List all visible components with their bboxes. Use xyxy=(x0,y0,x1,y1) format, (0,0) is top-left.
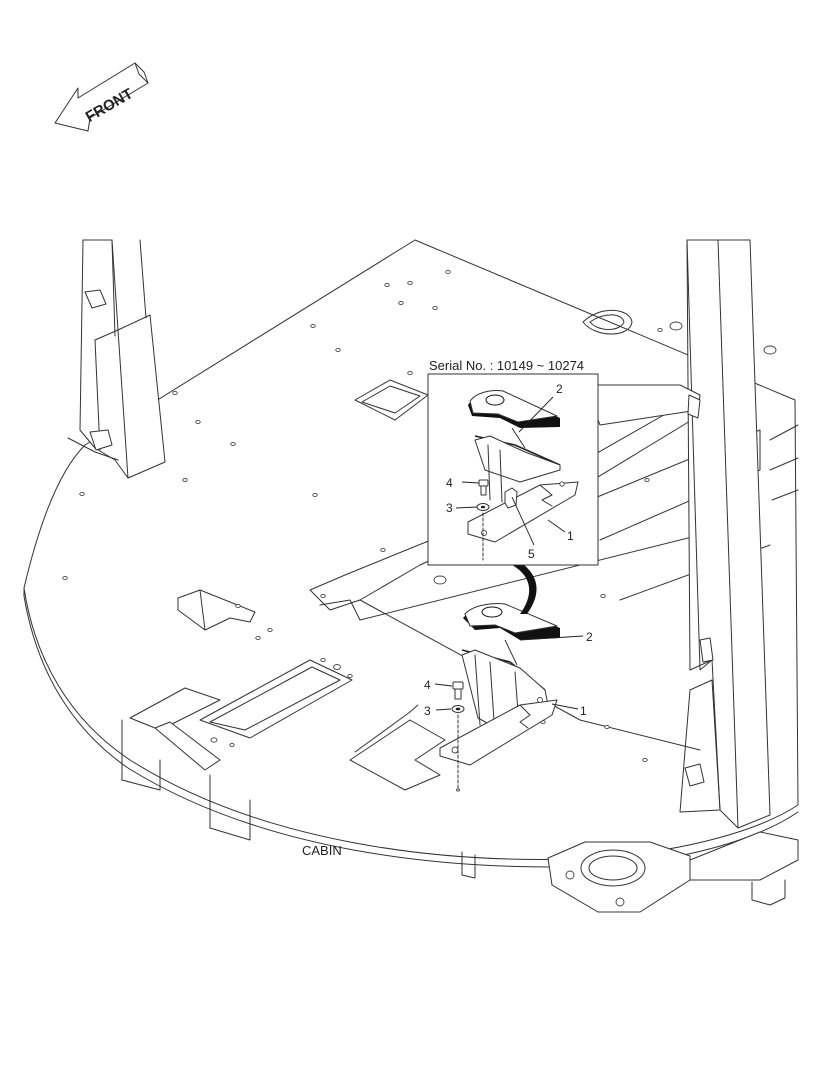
inset-pedal-bracket xyxy=(467,435,579,543)
inset-title: Serial No. : 10149 ~ 10274 xyxy=(429,358,584,373)
main-callout-2: 2 xyxy=(586,630,593,644)
main-pedal-bracket xyxy=(439,649,558,766)
inset-pedal-cover xyxy=(468,390,560,428)
right-pillar xyxy=(679,239,799,829)
cabin-caption: CABIN xyxy=(302,843,342,858)
inset-callout-2: 2 xyxy=(556,382,563,396)
main-pedal-cover xyxy=(463,603,560,640)
left-pillar xyxy=(67,239,166,479)
inset-detail: Serial No. : 10149 ~ 10274 xyxy=(427,358,599,566)
inset-callout-4: 4 xyxy=(446,476,453,490)
main-callout-4: 4 xyxy=(424,678,431,692)
front-arrow-icon: FRONT xyxy=(54,62,149,132)
inset-callout-1: 1 xyxy=(567,529,574,543)
inset-link-arrow-icon xyxy=(512,561,537,614)
inset-callout-5: 5 xyxy=(528,547,535,561)
inset-callout-3: 3 xyxy=(446,501,453,515)
main-bolt-washer xyxy=(451,681,465,792)
main-callout-3: 3 xyxy=(424,704,431,718)
main-pedal-assembly xyxy=(439,603,560,792)
main-callout-1: 1 xyxy=(580,704,587,718)
inset-bolt-washer xyxy=(476,479,490,561)
